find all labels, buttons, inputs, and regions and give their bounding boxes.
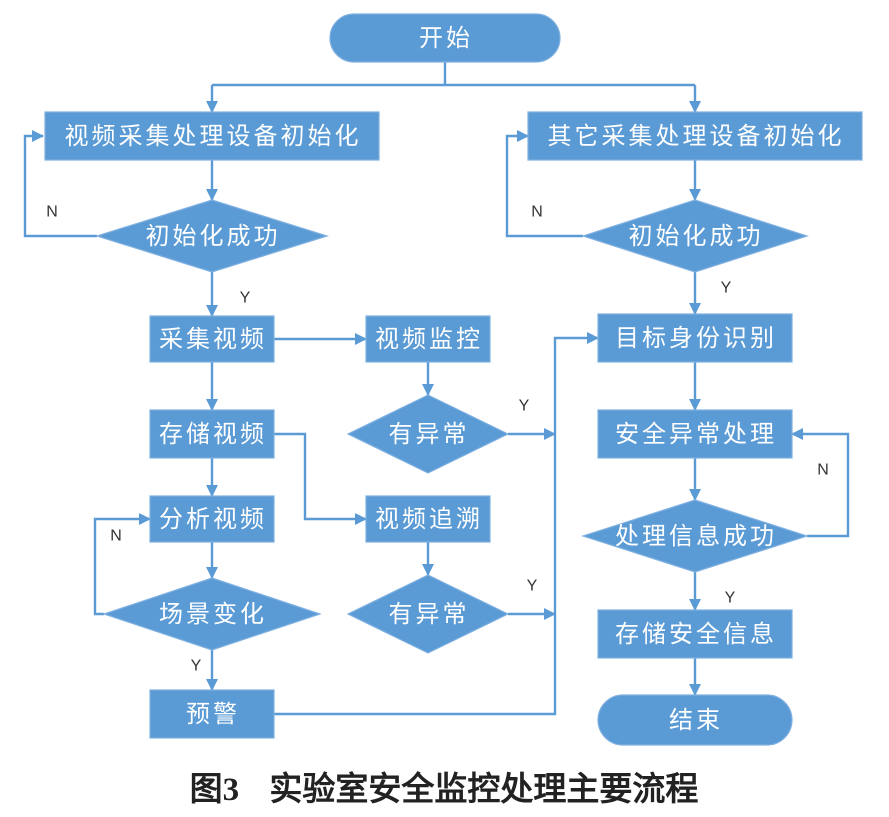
node-monitor-label: 视频监控 (375, 325, 483, 353)
process-shape (597, 409, 793, 459)
node-start: 开始 (329, 13, 561, 63)
process-shape (149, 409, 275, 459)
node-trace-check-label: 有异常 (389, 600, 470, 628)
terminal-shape (597, 694, 793, 746)
edge-handle-no-loop (791, 428, 850, 538)
node-right-init-check-label: 初始化成功 (629, 222, 764, 250)
node-identify-label: 目标身份识别 (615, 324, 777, 352)
decision-shape (94, 199, 330, 273)
node-analyze-label: 分析视频 (159, 505, 267, 533)
figure-title: 实验室安全监控处理主要流程 (269, 770, 698, 808)
node-handle-check-label: 处理信息成功 (615, 522, 777, 550)
node-right-init-check: 初始化成功 (581, 199, 809, 273)
edge-alert-to-identify (274, 332, 599, 716)
label-right-init-yes: Y (721, 280, 732, 297)
label-left-init-no: N (46, 204, 58, 221)
edge-scene-no-loop (93, 513, 151, 616)
decision-shape (581, 199, 809, 273)
figure-caption: 图3 实验室安全监控处理主要流程 (190, 770, 699, 808)
node-end: 结束 (597, 694, 793, 746)
node-handle-check: 处理信息成功 (581, 499, 809, 573)
node-left-init-label: 视频采集处理设备初始化 (65, 122, 362, 150)
label-right-init-no: N (531, 204, 543, 221)
edge-labels: N Y Y Y N Y N Y N Y (46, 204, 829, 675)
process-shape (149, 315, 275, 363)
edge-store-to-trace (274, 432, 367, 525)
process-shape (149, 689, 275, 739)
node-alert: 预警 (149, 689, 275, 739)
process-shape (44, 111, 380, 161)
process-shape (365, 495, 491, 543)
node-store-video-label: 存储视频 (159, 420, 267, 448)
node-end-label: 结束 (669, 706, 723, 734)
terminal-shape (329, 13, 561, 63)
node-analyze: 分析视频 (149, 495, 275, 543)
label-left-init-yes: Y (240, 290, 251, 307)
node-monitor: 视频监控 (365, 315, 491, 363)
label-scene-yes: Y (191, 658, 202, 675)
label-scene-no: N (110, 528, 122, 545)
node-left-init-check-label: 初始化成功 (146, 222, 281, 250)
node-monitor-check-label: 有异常 (389, 420, 470, 448)
node-scene-change-label: 场景变化 (159, 600, 267, 628)
decision-shape (102, 577, 322, 651)
decision-shape (346, 394, 510, 474)
label-trace-yes: Y (527, 578, 538, 595)
edge-left-init-no-loop (23, 130, 97, 238)
decision-shape (346, 574, 510, 654)
node-monitor-check: 有异常 (346, 394, 510, 474)
node-store-video: 存储视频 (149, 409, 275, 459)
node-identify: 目标身份识别 (597, 313, 793, 363)
node-left-init: 视频采集处理设备初始化 (44, 111, 380, 161)
process-shape (365, 315, 491, 363)
process-shape (597, 313, 793, 363)
nodes: 开始 视频采集处理设备初始化 初始化成功 采集视频 视频监控 有异常 存储视频 (44, 13, 863, 746)
label-handle-no: N (817, 462, 829, 479)
process-shape (597, 609, 793, 659)
node-scene-change: 场景变化 (102, 577, 322, 651)
process-shape (149, 495, 275, 543)
node-right-init: 其它采集处理设备初始化 (527, 111, 863, 161)
node-alert-label: 预警 (186, 700, 240, 728)
node-handle-label: 安全异常处理 (615, 420, 777, 448)
node-left-init-check: 初始化成功 (94, 199, 330, 273)
label-handle-yes: Y (725, 590, 736, 607)
node-start-label: 开始 (419, 24, 473, 52)
node-trace: 视频追溯 (365, 495, 491, 543)
node-store-info: 存储安全信息 (597, 609, 793, 659)
decision-shape (581, 499, 809, 573)
edge-right-init-no-loop (505, 130, 583, 238)
edges (23, 62, 850, 716)
node-capture-label: 采集视频 (159, 325, 267, 353)
node-store-info-label: 存储安全信息 (615, 620, 777, 648)
node-right-init-label: 其它采集处理设备初始化 (548, 122, 845, 150)
node-capture: 采集视频 (149, 315, 275, 363)
node-trace-label: 视频追溯 (375, 505, 483, 533)
node-handle: 安全异常处理 (597, 409, 793, 459)
node-trace-check: 有异常 (346, 574, 510, 654)
label-monitor-yes: Y (519, 398, 530, 415)
process-shape (527, 111, 863, 161)
figure-number: 图3 (190, 772, 240, 808)
